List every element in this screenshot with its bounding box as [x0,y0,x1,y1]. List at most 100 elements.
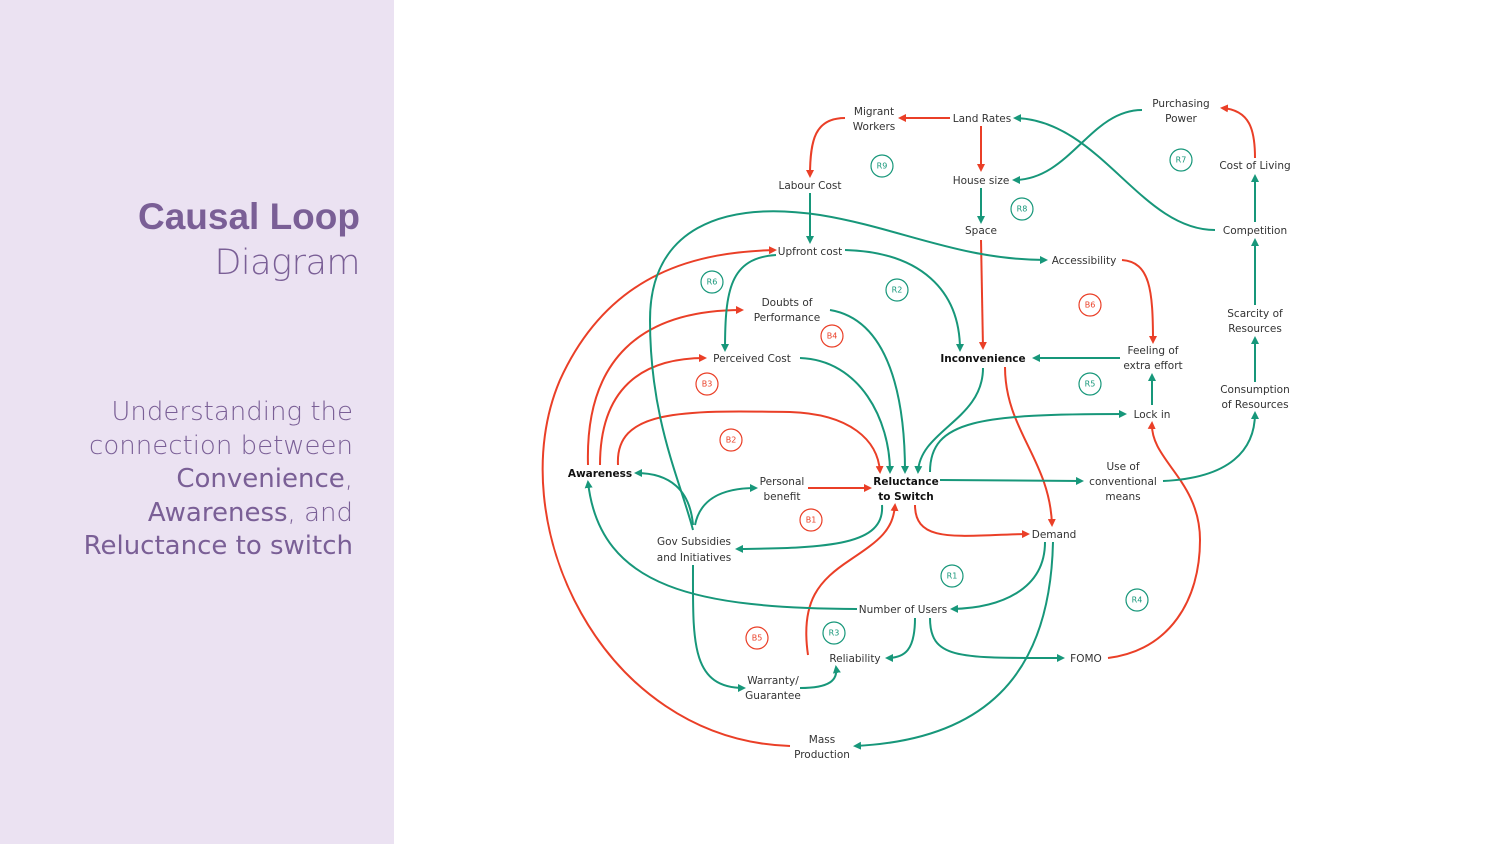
link-users-fomo [929,617,1065,663]
node-number-of-users: Number of Users [859,604,947,616]
svg-text:B2: B2 [726,436,737,445]
title-light: Diagram [214,243,360,283]
svg-text:R1: R1 [947,572,958,581]
svg-text:R2: R2 [892,286,903,295]
link-demand-users [950,541,1046,613]
loop-b1: B1 [799,508,823,532]
node-fomo: FOMO [1070,653,1102,665]
link-awareness-perceived [599,354,707,466]
loop-r3: R3 [822,621,846,645]
svg-text:R7: R7 [1176,156,1187,165]
svg-text:R3: R3 [829,629,840,638]
link-warranty-reliability [799,665,841,689]
link-conventional-consumption [1162,411,1259,482]
subtitle-line-1: Understanding the [111,397,353,427]
node-inconvenience: Inconvenience [940,353,1025,365]
link-gov-warranty [691,564,746,692]
link-upfront-inconvenience [844,249,964,352]
link-gov-awareness [634,469,694,526]
node-accessibility: Accessibility [1052,255,1117,267]
subtitle-line-2: connection between [89,430,353,461]
node-perceived-cost: Perceived Cost [713,353,791,365]
loop-b4: B4 [820,324,844,348]
svg-text:B6: B6 [1085,301,1096,310]
svg-text:B3: B3 [702,380,713,389]
node-demand: Demand [1032,529,1077,541]
link-demand-massproduction [853,541,1054,750]
loop-r1: R1 [940,564,964,588]
node-cost-of-living: Cost of Living [1219,160,1290,172]
link-purchasing-housesize [1012,109,1143,184]
link-reluctance-gov [735,504,884,553]
link-accessibility-feeling [1121,259,1157,344]
link-reliability-reluctance [805,503,899,656]
link-massproduction-upfront [541,246,791,747]
node-lock-in: Lock in [1134,409,1171,421]
title-bold: Causal Loop [137,196,360,237]
node-labour-cost: Labour Cost [778,180,841,192]
link-competition-landrates [1013,114,1216,231]
link-perceived-reluctance [799,357,894,474]
node-land-rates: Land Rates [953,113,1012,125]
sidebar-panel: Causal Loop Diagram Understanding the co… [0,0,394,844]
node-house-size: House size [953,175,1010,187]
loop-b6: B6 [1078,293,1102,317]
loop-r6: R6 [700,270,724,294]
link-costofliving-purchasing [1220,104,1256,159]
subtitle-awareness: Awareness [147,497,288,528]
link-inconvenience-demand [1004,366,1056,527]
link-migrant-labourcost [806,117,846,178]
loop-r9: R9 [870,154,894,178]
node-warranty-guarantee: Warranty/Guarantee [745,675,801,702]
subtitle-convenience: Convenience [176,464,345,494]
svg-text:B5: B5 [752,634,763,643]
loop-b5: B5 [745,626,769,650]
loop-b3: B3 [695,372,719,396]
node-space: Space [965,225,997,237]
node-competition: Competition [1223,225,1287,237]
link-awareness-reluctance [616,410,884,474]
loop-r5: R5 [1078,372,1102,396]
link-reluctance-demand [914,504,1030,539]
node-awareness: Awareness [568,468,632,480]
link-reluctance-conventional [939,476,1084,485]
link-upfront-perceived [721,254,777,352]
link-reluctance-lockin [929,410,1127,473]
node-upfront-cost: Upfront cost [778,246,842,258]
loop-r4: R4 [1125,588,1149,612]
link-space-inconvenience [978,239,987,350]
link-gov-benefit [694,484,758,526]
subtitle: Understanding the connection between Con… [84,396,353,564]
svg-text:R8: R8 [1017,205,1028,214]
link-gov-accessibility [648,210,1048,531]
loop-r7: R7 [1169,148,1193,172]
subtitle-and: , and [287,497,353,528]
svg-text:R5: R5 [1085,380,1096,389]
link-awareness-doubts [586,306,744,466]
svg-text:B1: B1 [806,516,817,525]
loop-b2: B2 [719,428,743,452]
svg-text:R9: R9 [877,162,888,171]
svg-text:B4: B4 [827,332,838,341]
svg-text:R6: R6 [707,278,718,287]
subtitle-comma: , [344,464,353,494]
node-reliability: Reliability [829,653,880,665]
svg-text:R4: R4 [1132,596,1143,605]
loop-r8: R8 [1010,197,1034,221]
link-users-reliability [885,617,916,662]
link-fomo-lockin [1107,421,1202,659]
link-doubts-reluctance [829,309,909,474]
subtitle-reluctance: Reluctance to switch [83,531,353,561]
link-users-awareness [584,480,858,610]
